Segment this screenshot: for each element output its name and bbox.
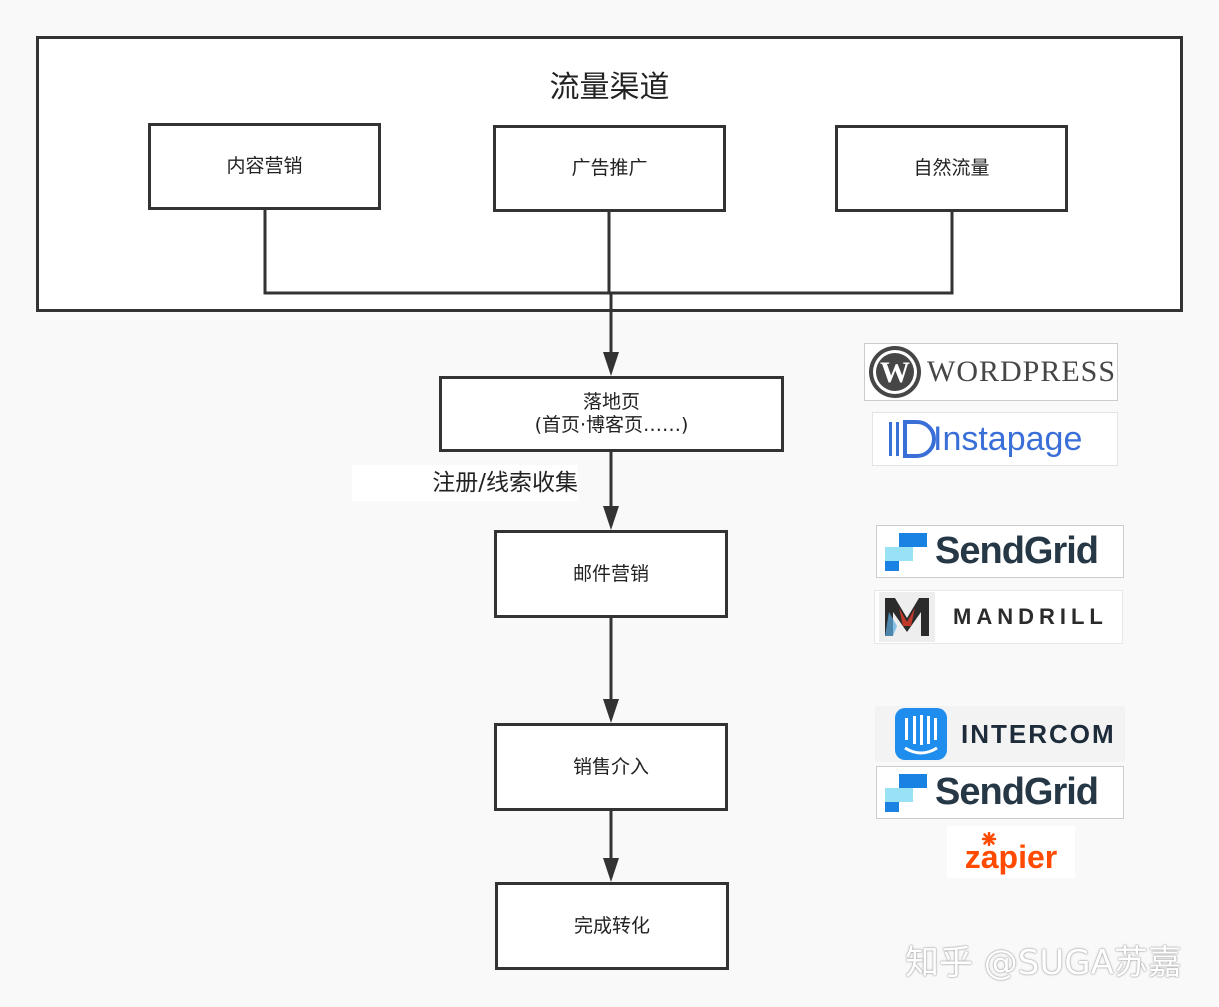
conversion-label: 完成转化	[573, 914, 650, 937]
arrow-head	[603, 352, 619, 376]
svg-text:W: W	[880, 356, 910, 389]
arrow-head	[603, 506, 619, 530]
sendgrid-logo: SendGrid	[876, 766, 1124, 819]
instapage-icon	[889, 420, 936, 458]
sales-engagement-box: 销售介入	[494, 723, 728, 811]
landing-page-box: 落地页 (首页·博客页……)	[439, 376, 784, 452]
zapier-asterisk-icon	[981, 832, 997, 846]
channel-advertising: 广告推广	[493, 125, 726, 212]
watermark: 知乎 @SUGA苏嘉	[905, 943, 1182, 983]
channel-group-title: 流量渠道	[549, 70, 670, 105]
intercom-logo: INTERCOM	[875, 706, 1125, 762]
channel-label: 自然流量	[913, 157, 990, 180]
wordpress-wordmark: WORDPRESS	[927, 355, 1117, 388]
sendgrid-wordmark: SendGrid	[935, 530, 1099, 572]
mandrill-wordmark: MANDRILL	[953, 604, 1108, 629]
email-marketing-label: 邮件营销	[572, 562, 649, 585]
arrow-head	[603, 858, 619, 882]
mandrill-icon	[879, 592, 935, 642]
channel-content-marketing: 内容营销	[148, 123, 381, 210]
intercom-icon	[895, 708, 947, 760]
conversion-box: 完成转化	[495, 882, 729, 970]
landing-page-title: 落地页	[582, 391, 640, 414]
signup-lead-capture-label: 注册/线索收集	[352, 465, 578, 501]
channel-label: 广告推广	[571, 157, 648, 180]
sendgrid-logo: SendGrid	[876, 525, 1124, 578]
wordpress-logo: W WORDPRESS	[864, 343, 1118, 401]
channel-organic-traffic: 自然流量	[835, 125, 1068, 212]
instapage-logo: Instapage	[872, 412, 1118, 466]
sendgrid-icon	[885, 532, 927, 571]
mandrill-logo: MANDRILL	[874, 590, 1123, 644]
zapier-wordmark: zapier	[964, 839, 1058, 875]
sales-engagement-label: 销售介入	[572, 755, 649, 778]
zapier-logo: zapier	[947, 826, 1075, 878]
sendgrid-wordmark: SendGrid	[935, 771, 1099, 813]
sendgrid-icon	[885, 773, 927, 812]
landing-page-subtitle: (首页·博客页……)	[534, 414, 689, 436]
email-marketing-box: 邮件营销	[494, 530, 728, 618]
channel-label: 内容营销	[226, 155, 303, 178]
intercom-wordmark: INTERCOM	[961, 718, 1116, 749]
arrow-head	[603, 699, 619, 723]
wordpress-icon: W	[869, 346, 921, 398]
instapage-wordmark: Instapage	[933, 419, 1083, 458]
